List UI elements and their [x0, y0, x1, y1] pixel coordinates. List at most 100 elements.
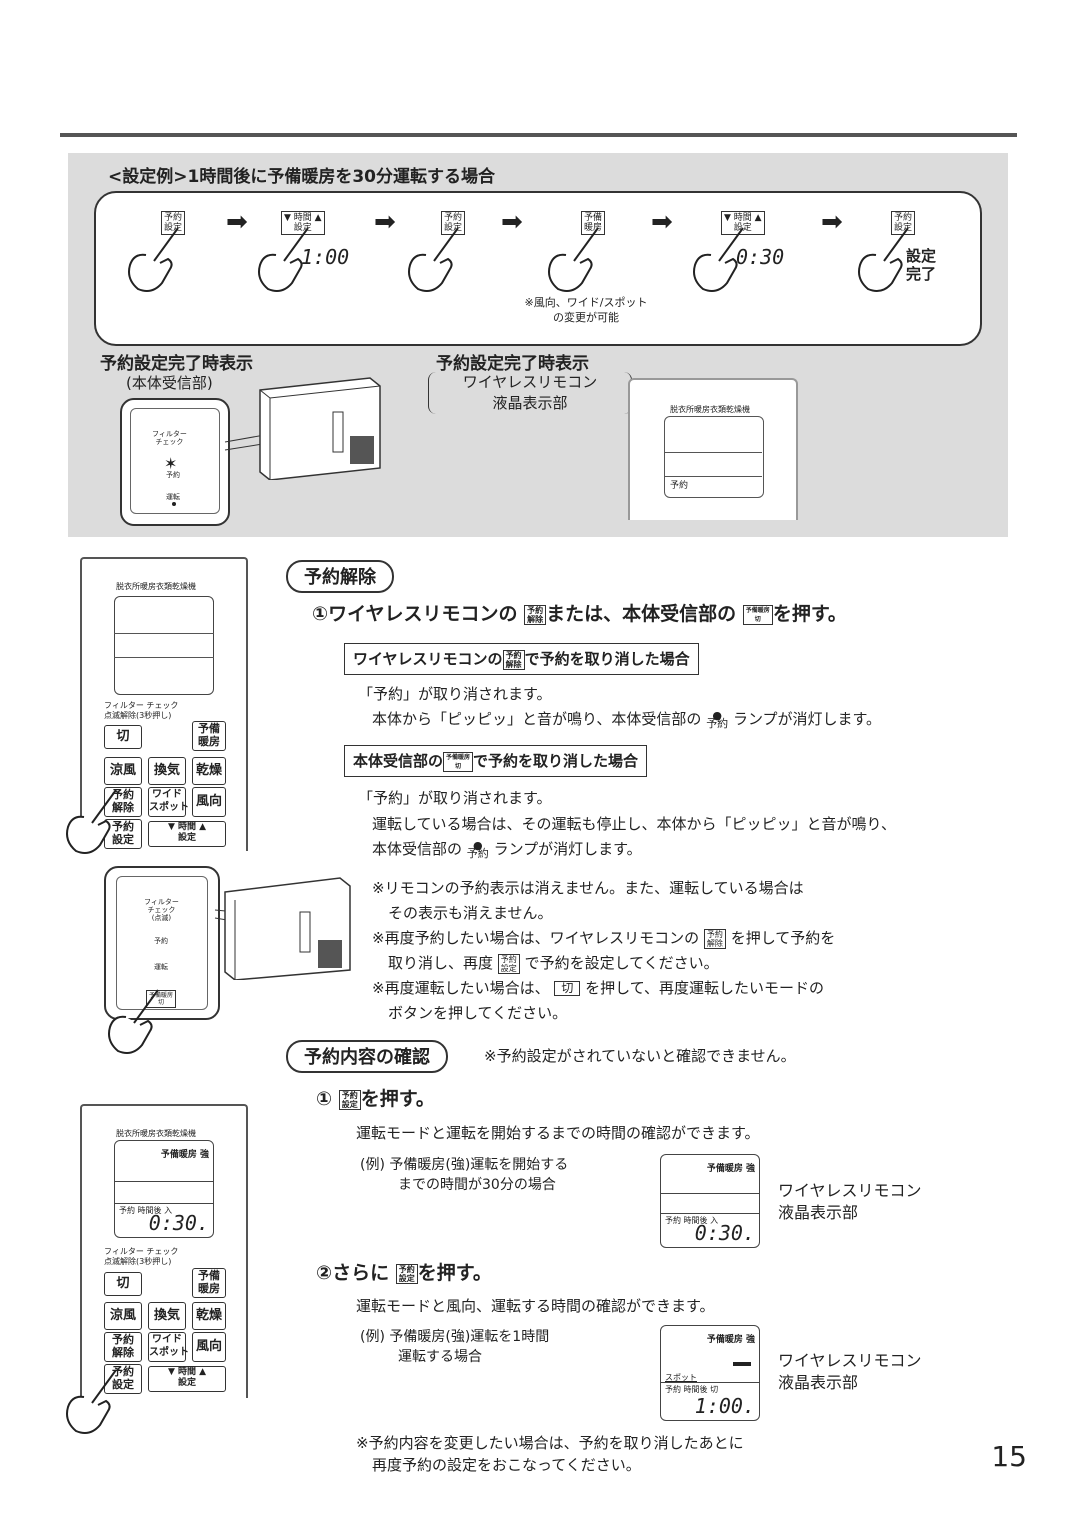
dry-button[interactable]: 乾燥 [192, 757, 226, 785]
yoyaku-lamp-icon: ●予約 [466, 838, 489, 860]
wide-spot-button[interactable]: ワイド スポット [148, 1332, 189, 1362]
yoyaku-label: 予約 [154, 937, 168, 945]
case1-line1: 「予約」が取り消されます。 [358, 685, 552, 703]
preheat-button[interactable]: 予備 暖房 [192, 721, 226, 751]
louver-button[interactable]: 風向 [192, 787, 226, 817]
reserve-cancel-key: 予約 解除 [524, 604, 547, 625]
hand-icon [66, 1369, 117, 1434]
yoyaku-lamp-icon: ●予約 [706, 708, 729, 730]
confirm-final-note: ※予約内容を変更したい場合は、予約を取り消したあとに 再度予約の設定をおこなって… [356, 1432, 744, 1476]
arrow-right-icon: ➡ [501, 207, 523, 237]
off-button[interactable]: 切 [104, 725, 142, 749]
remote-lcd: 予備暖房 強 予約 時間後 入 0:30. [114, 1140, 214, 1238]
lcd-example-1: 予備暖房 強 予約 時間後 入 0:30. [660, 1154, 760, 1248]
flow-step-5: ▼ 時間 ▲ 設定 0:30 [681, 193, 791, 343]
hand-icon [66, 789, 117, 854]
remote-header: 脱衣所暖房衣類乾燥機 [116, 1129, 196, 1138]
example-line: (例) 予備暖房(強)運転を開始する [360, 1157, 569, 1173]
reserve-cancel-button[interactable]: 予約 解除 [104, 1332, 142, 1362]
filter-label: フィルター チェック (点滅) [144, 898, 179, 922]
remote-display-title: 予約設定完了時表示 [436, 354, 589, 374]
arrow-right-icon: ➡ [226, 207, 248, 237]
remote-lcd-label: 予約 [670, 481, 689, 491]
wide-spot-button[interactable]: ワイド スポット [148, 787, 189, 817]
dry-button[interactable]: 乾燥 [192, 1302, 226, 1330]
ventilation-button[interactable]: 換気 [148, 757, 186, 785]
main-unit-display-title: 予約設定完了時表示 [100, 354, 253, 374]
lcd-mode: 予備暖房 強 [706, 1335, 755, 1345]
time-set-button[interactable]: ▼ 時間 ▲ 設定 [148, 1366, 226, 1392]
reserve-set-button[interactable]: 予約 設定 [104, 819, 142, 849]
note-line: ボタンを押してください。 [388, 1004, 568, 1022]
lcd-time: 0:30. [694, 1221, 755, 1245]
pre-heat-key: 予備 暖房 [581, 211, 606, 235]
flow-step-2: ▼ 時間 ▲ 設定 1:00 [246, 193, 356, 343]
hand-icon [408, 227, 459, 292]
note-line: ※予約内容を変更したい場合は、予約を取り消したあとに [356, 1434, 744, 1452]
unten-label: 運転 [166, 493, 180, 501]
setting-flow: 予約 設定 ➡ ▼ 時間 ▲ 設定 1:00 ➡ 予約 設定 ➡ 予備 暖房 ➡… [94, 191, 982, 346]
hand-icon [548, 227, 599, 292]
case-text: ワイヤレスリモコンの [353, 650, 503, 668]
receiver-panel-zoom-2: フィルター チェック (点滅) 予約 運転 予備暖房 切 [104, 866, 220, 1020]
lcd-time: 0:30. [148, 1211, 209, 1235]
note-line: 再度予約の設定をおこなってください。 [372, 1456, 641, 1474]
filter-check-label: フィルター チェック [104, 1247, 179, 1256]
step-text: を押す。 [417, 1262, 492, 1284]
case-unit-cancel: 本体受信部の予備暖房 切で予約を取り消した場合 [344, 745, 648, 777]
step-text: ワイヤレスリモコンの [328, 603, 518, 625]
time-set-key: ▼ 時間 ▲ 設定 [721, 211, 765, 235]
remote-illustration-2: 脱衣所暖房衣類乾燥機 予備暖房 強 予約 時間後 入 0:30. フィルター チ… [80, 1104, 248, 1398]
lcd-label: 予約 時間後 入 [119, 1206, 173, 1215]
off-button[interactable]: 切 [104, 1272, 142, 1296]
reserve-set-key: 予約 設定 [395, 1263, 418, 1284]
flow-step-3: 予約 設定 [396, 193, 506, 343]
cool-air-button[interactable]: 涼風 [104, 1302, 142, 1330]
remote-header: 脱衣所暖房衣類乾燥機 [116, 582, 196, 591]
flow-note-2: の変更が可能 [553, 311, 619, 324]
step-text: さらに [332, 1262, 390, 1284]
example-title: <設定例>1時間後に予備暖房を30分運転する場合 [108, 167, 495, 187]
note-line: ※再度予約したい場合は、ワイヤレスリモコンの 予約 解除 を押して予約を [372, 928, 836, 949]
lcd-mode: 予備暖房 強 [706, 1164, 755, 1174]
cool-air-button[interactable]: 涼風 [104, 757, 142, 785]
case-text: 本体から「ピッピッ」と音が鳴り、本体受信部の [372, 710, 702, 728]
top-rule [60, 133, 1017, 137]
cancel-notes: ※リモコンの予約表示は消えません。また、運転している場合は その表示も消えません… [372, 876, 835, 1026]
example-line: までの時間が30分の場合 [398, 1177, 556, 1193]
caption-line: ワイヤレスリモコン [778, 1181, 922, 1200]
case-text: で予約を取り消した場合 [524, 650, 690, 668]
case-text: ランプが消灯します。 [732, 710, 882, 728]
reserve-cancel-button[interactable]: 予約 解除 [104, 787, 142, 817]
receiver-panel-zoom: フィルター チェック ✶ 予約 運転 [120, 398, 230, 526]
case-remote-cancel: ワイヤレスリモコンの予約 解除で予約を取り消した場合 [344, 643, 699, 675]
ventilation-button[interactable]: 換気 [148, 1302, 186, 1330]
confirm-step-2: ②さらに 予約 設定を押す。 [316, 1258, 492, 1285]
filter-reset-label: 点滅解除(3秒押し) [104, 711, 172, 720]
lcd-example-2: 予備暖房 強 スポット 予約 時間後 切 1:00. [660, 1325, 760, 1421]
flow-step-6: 予約 設定 設定 完了 [846, 193, 956, 343]
time-set-key: ▼ 時間 ▲ 設定 [281, 211, 325, 235]
lcd-caption-1: ワイヤレスリモコン 液晶表示部 [778, 1180, 922, 1224]
confirm-note: ※予約設定がされていないと確認できません。 [484, 1047, 796, 1065]
hand-icon [258, 227, 309, 292]
note-line: その表示も消えません。 [388, 904, 553, 922]
reserve-set-key: 予約 設定 [338, 1089, 361, 1110]
reserve-cancel-key: 予約 解除 [703, 928, 726, 949]
confirm-desc-1: 運転モードと運転を開始するまでの時間の確認ができます。 [356, 1124, 760, 1142]
hand-icon [128, 227, 179, 292]
lcd-time: 1:00. [694, 1394, 755, 1418]
caption-line: 液晶表示部 [778, 1203, 859, 1222]
lcd-label: 予約 時間後 入 [665, 1216, 719, 1225]
louver-button[interactable]: 風向 [192, 1332, 226, 1362]
remote-sub-2: 液晶表示部 [492, 394, 568, 412]
display-value: 1:00 [301, 245, 350, 269]
filter-check-label: フィルター チェック [104, 701, 179, 710]
preheat-button[interactable]: 予備 暖房 [192, 1268, 226, 1298]
step-number: ① [316, 1088, 333, 1110]
reserve-cancel-key: 予約 解除 [502, 649, 525, 670]
arrow-right-icon: ➡ [821, 207, 843, 237]
unten-lamp-icon [172, 502, 176, 506]
display-value: 0:30 [736, 245, 785, 269]
time-set-button[interactable]: ▼ 時間 ▲ 設定 [148, 821, 226, 847]
